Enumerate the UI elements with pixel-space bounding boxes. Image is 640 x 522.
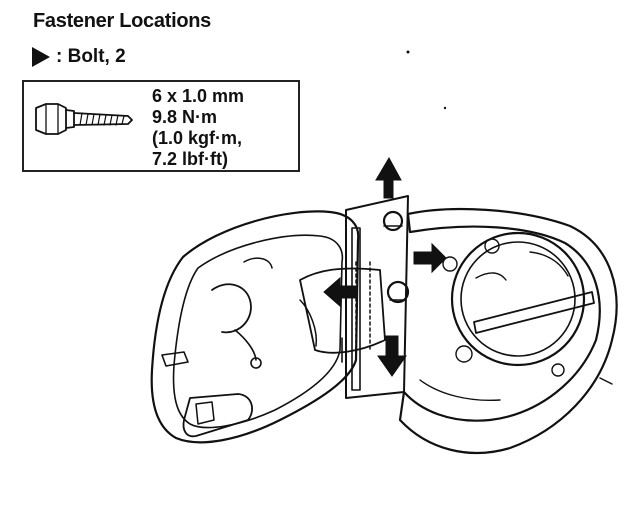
bracket-bolt-lower <box>386 280 410 304</box>
page-title: Fastener Locations <box>33 10 211 32</box>
dot-mark <box>406 50 410 54</box>
spec-torque-nm: 9.8 N·m <box>152 107 218 127</box>
bolt-legend: : Bolt, 2 <box>32 46 126 68</box>
bolt-spec-lines: 6 x 1.0 mm 9.8 N·m (1.0 kgf·m, 7.2 lbf·f… <box>152 86 244 170</box>
arrow-down <box>377 335 407 377</box>
spec-torque-kgfm: (1.0 kgf·m, <box>152 128 243 148</box>
arrow-up <box>375 156 402 199</box>
bolt-legend-label: : Bolt, 2 <box>56 46 126 67</box>
spec-torque-lbfft: 7.2 lbf·ft) <box>152 149 228 169</box>
bracket-bolt-upper <box>382 210 404 232</box>
arrow-left <box>323 276 357 308</box>
triangle-marker-icon <box>32 47 50 67</box>
spec-size: 6 x 1.0 mm <box>152 86 245 106</box>
bolt-spec-box: 6 x 1.0 mm 9.8 N·m (1.0 kgf·m, 7.2 lbf·f… <box>22 80 300 172</box>
arrow-right-upper <box>413 242 447 274</box>
fuel-filler-housing <box>398 208 618 455</box>
dot-mark <box>443 106 447 110</box>
bolt-icon <box>35 103 133 135</box>
fuel-door-panel <box>150 210 360 444</box>
